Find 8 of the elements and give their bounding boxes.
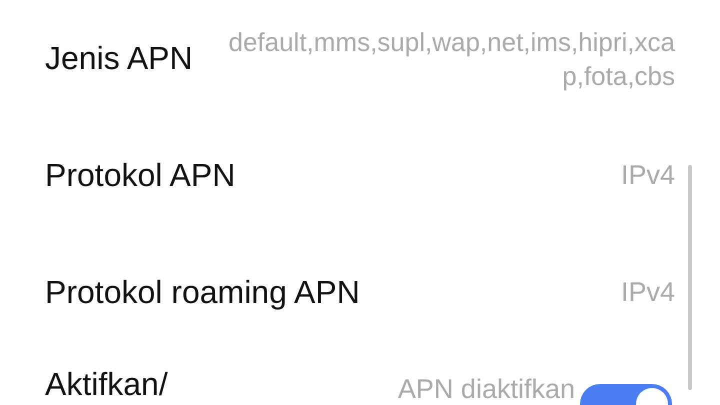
setting-value: APN diaktifkan (398, 374, 575, 405)
setting-title: Protokol APN (45, 157, 236, 194)
setting-title: Jenis APN (45, 40, 193, 77)
setting-value: IPv4 (620, 277, 675, 308)
setting-title: Aktifkan/ (45, 366, 168, 403)
setting-title: Protokol roaming APN (45, 274, 360, 311)
setting-value: IPv4 (620, 160, 675, 192)
setting-value: default,mms,supl,wap,net,ims,hipri,xcap,fota,cbs (227, 26, 675, 93)
